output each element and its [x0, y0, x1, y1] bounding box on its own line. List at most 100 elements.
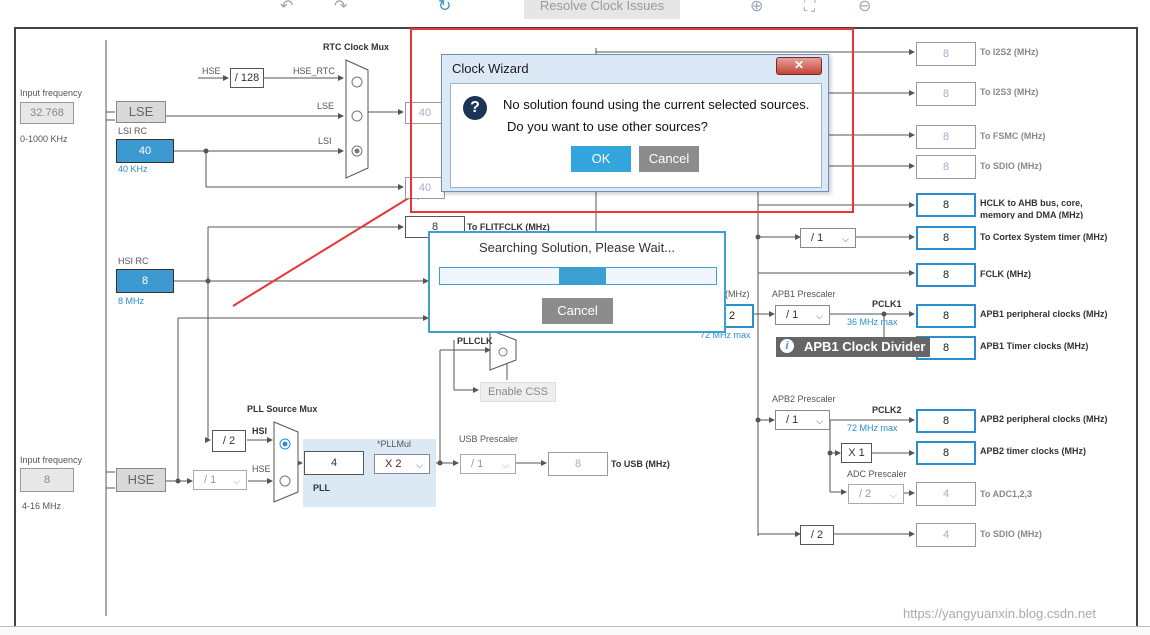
highlight-annotation	[410, 28, 854, 213]
hsi-div2-box: / 2	[212, 430, 246, 452]
lse-range-label: 0-1000 KHz	[20, 134, 68, 144]
hclk-value[interactable]: 8	[916, 193, 976, 217]
lsi-unit: 40 KHz	[118, 164, 148, 174]
hse-range-label: 4-16 MHz	[22, 501, 62, 511]
usb-prescaler-select[interactable]: / 1⌵	[460, 454, 516, 474]
lse-input-frequency-label: Input frequency	[20, 88, 83, 98]
usb-label: To USB (MHz)	[611, 459, 670, 469]
pll-hsi-label: HSI	[252, 426, 268, 436]
pllmul-select[interactable]: X 2⌵	[374, 454, 430, 474]
zoom-out-icon[interactable]: ⊖	[858, 0, 872, 15]
clock-wizard-dialog: Clock Wizard ✕ ? No solution found using…	[441, 54, 829, 192]
lsi-rc-label: LSI RC	[118, 126, 148, 136]
dialog-message-line2: Do you want to use other sources?	[507, 119, 708, 134]
lse-frequency-field[interactable]: 32.768	[20, 102, 74, 124]
fclk-value[interactable]: 8	[916, 263, 976, 287]
rtc-clock-mux-label: RTC Clock Mux	[323, 42, 390, 52]
ok-button[interactable]: OK	[571, 146, 631, 172]
zoom-in-icon[interactable]: ⊕	[750, 0, 764, 15]
apb2-timer-value[interactable]: 8	[916, 441, 976, 465]
sdio2-value: 4	[916, 523, 976, 547]
adc-prescaler-select[interactable]: / 2⌵	[848, 484, 904, 504]
hse-input-frequency-label: Input frequency	[20, 455, 83, 465]
apb1-prescaler-label: APB1 Prescaler	[772, 289, 836, 299]
dialog-close-button[interactable]: ✕	[776, 57, 822, 75]
hclk-max-label: 72 MHz max	[700, 330, 751, 340]
refresh-icon[interactable]: ↻	[438, 0, 452, 15]
flitfclk-label: To FLITFCLK (MHz)	[467, 222, 550, 232]
search-progress-bar	[439, 267, 717, 285]
dialog-body: ? No solution found using the current se…	[450, 83, 822, 188]
hse-rtc-label: HSE_RTC	[293, 66, 335, 76]
fclk-label: FCLK (MHz)	[980, 269, 1031, 279]
hse-frequency-field[interactable]: 8	[20, 468, 74, 492]
dialog-message-line1: No solution found using the current sele…	[503, 97, 810, 112]
close-icon: ✕	[793, 58, 805, 72]
rtc-hse-label: HSE	[202, 66, 221, 76]
fit-icon[interactable]: ⛶	[804, 0, 816, 15]
sdio-div2-box: / 2	[800, 525, 834, 545]
hsi-rc-value[interactable]: 8	[116, 269, 174, 293]
dialog-cancel-button[interactable]: Cancel	[639, 146, 699, 172]
i2s3-label: To I2S3 (MHz)	[980, 87, 1039, 97]
apb2-prescaler-select[interactable]: / 1⌵	[775, 410, 830, 430]
cortex-timer-value[interactable]: 8	[916, 226, 976, 250]
info-icon: i	[780, 339, 794, 353]
question-icon: ?	[463, 96, 487, 120]
redo-icon[interactable]: ↷	[334, 0, 348, 15]
pll-source-mux-label: PLL Source Mux	[247, 404, 318, 414]
pllmul-label: *PLLMul	[377, 439, 412, 449]
pll-input-value: 4	[304, 451, 364, 475]
pclk2-label: PCLK2	[872, 405, 902, 415]
cortex-timer-label: To Cortex System timer (MHz)	[980, 232, 1108, 242]
pclk1-label: PCLK1	[872, 299, 902, 309]
apb2-prescaler-label: APB2 Prescaler	[772, 394, 836, 404]
to-rtc-value: 40	[405, 102, 445, 124]
hsi-unit: 8 MHz	[118, 296, 145, 306]
dialog-title: Clock Wizard	[452, 61, 529, 76]
apb2-timer-multiplier: X 1	[841, 443, 872, 463]
pclk1-max-label: 36 MHz max	[847, 317, 898, 327]
hsi-rc-label: HSI RC	[118, 256, 149, 266]
to-iwdg-value: 40	[405, 177, 445, 199]
usb-value: 8	[548, 452, 608, 476]
i2s2-label: To I2S2 (MHz)	[980, 47, 1039, 57]
pll-hse-label: HSE	[252, 464, 271, 474]
apb2-timer-label: APB2 timer clocks (MHz)	[980, 446, 1087, 456]
undo-icon[interactable]: ↶	[280, 0, 294, 15]
pllclk-label: PLLCLK	[457, 336, 493, 346]
search-progress-fill	[558, 268, 606, 284]
lse-oscillator[interactable]: LSE	[116, 101, 166, 123]
i2s3-value: 8	[916, 82, 976, 106]
enable-css-button[interactable]: Enable CSS	[480, 382, 556, 402]
apb1-timer-label: APB1 Timer clocks (MHz)	[980, 341, 1089, 351]
rtc-lsi-label: LSI	[318, 136, 332, 146]
lsi-rc-value[interactable]: 40	[116, 139, 174, 163]
hclk-label: HCLK to AHB bus, core, memory and DMA (M…	[980, 198, 1084, 219]
hse-prediv-select[interactable]: / 1⌵	[193, 470, 247, 490]
rtc-div128-box: / 128	[230, 68, 264, 88]
resolve-clock-issues-button[interactable]: Resolve Clock Issues	[524, 0, 680, 19]
adc-label: To ADC1,2,3	[980, 489, 1033, 499]
searching-title: Searching Solution, Please Wait...	[478, 240, 676, 255]
fsmc-value: 8	[916, 125, 976, 149]
adc-value: 4	[916, 482, 976, 506]
apb2-peripheral-label: APB2 peripheral clocks (MHz)	[980, 414, 1108, 424]
ahb-mhz-label: (MHz)	[725, 289, 750, 299]
apb1-prescaler-select[interactable]: / 1⌵	[775, 305, 830, 325]
hse-oscillator[interactable]: HSE	[116, 468, 166, 492]
sdio1-value: 8	[916, 155, 976, 179]
i2s2-value: 8	[916, 42, 976, 66]
pclk2-max-label: 72 MHz max	[847, 423, 898, 433]
search-cancel-button[interactable]: Cancel	[542, 298, 613, 324]
apb1-peripheral-value[interactable]: 8	[916, 304, 976, 328]
apb2-peripheral-value[interactable]: 8	[916, 409, 976, 433]
apb1-peripheral-label: APB1 peripheral clocks (MHz)	[980, 309, 1108, 319]
watermark: https://yangyuanxin.blog.csdn.net	[903, 606, 1096, 621]
cortex-timer-select[interactable]: / 1⌵	[800, 228, 856, 248]
fsmc-label: To FSMC (MHz)	[980, 131, 1046, 141]
sdio2-label: To SDIO (MHz)	[980, 529, 1042, 539]
pll-label: PLL	[313, 483, 330, 493]
usb-prescaler-label: USB Prescaler	[459, 434, 519, 444]
